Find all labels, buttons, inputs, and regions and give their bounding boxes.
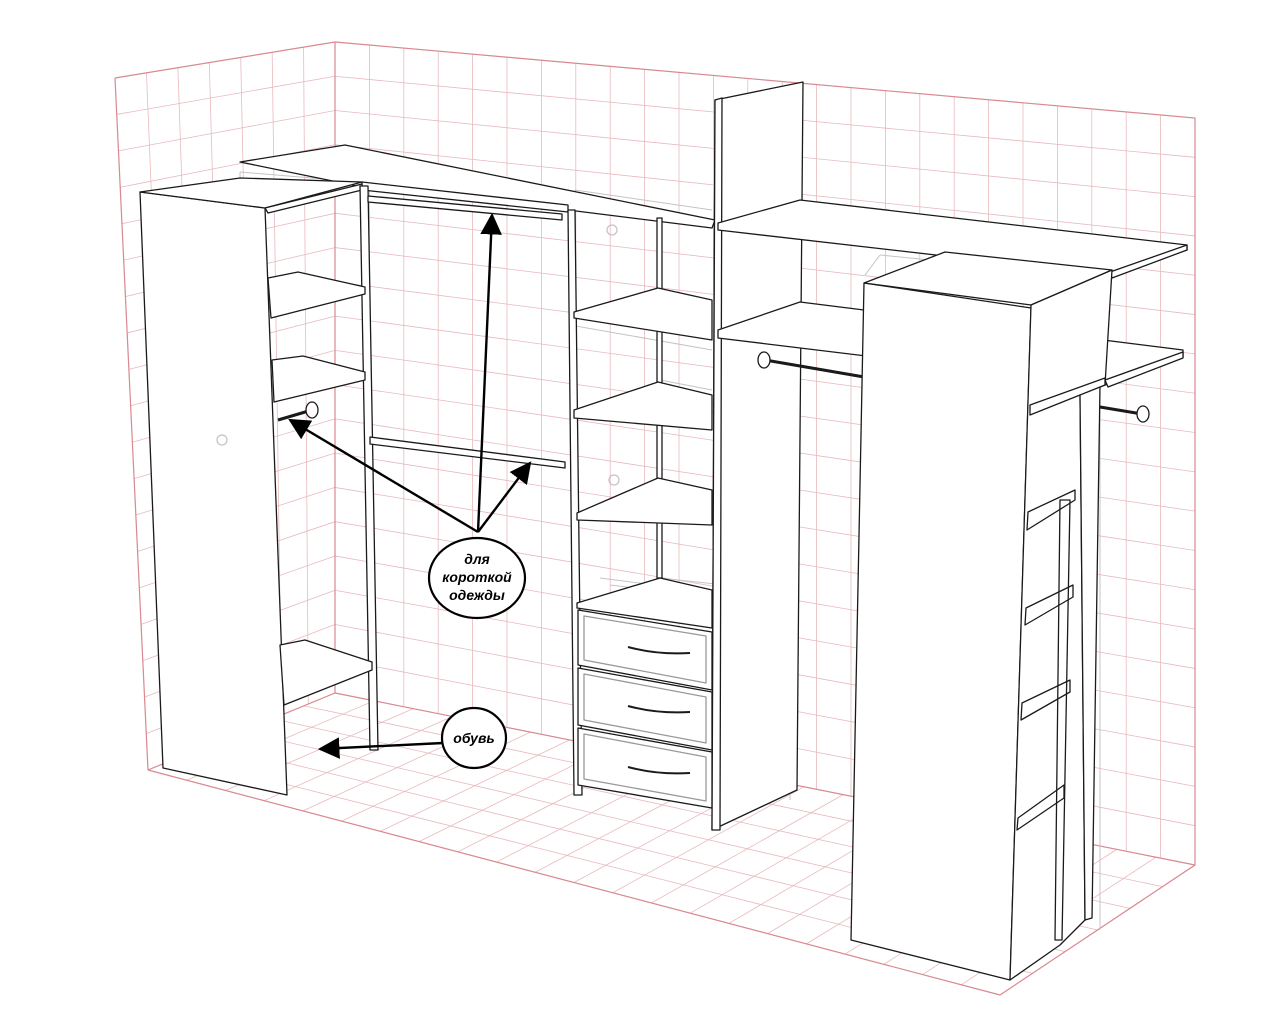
center-shelf-knob-2 bbox=[608, 474, 620, 486]
grid-line bbox=[118, 110, 336, 152]
left-shelf-3 bbox=[279, 639, 373, 706]
callout-label-line-2: короткой bbox=[442, 569, 512, 585]
drawer-2[interactable] bbox=[577, 667, 713, 751]
center-partition-edge bbox=[711, 97, 723, 831]
right-rod-2-flange bbox=[1136, 405, 1150, 423]
grid-line bbox=[264, 716, 453, 802]
callout-bubble bbox=[440, 706, 508, 770]
grid-line bbox=[380, 739, 570, 832]
left-shelf-1 bbox=[267, 271, 366, 319]
callout-label: обувь bbox=[453, 730, 494, 746]
drawer-2-handle-icon bbox=[627, 705, 691, 714]
left-cabinet-side bbox=[139, 191, 288, 796]
center-shelf-3 bbox=[576, 477, 713, 526]
right-rod-2 bbox=[1099, 405, 1143, 416]
left-cabinet-top bbox=[139, 177, 363, 209]
callout-shoes: обувь bbox=[440, 706, 508, 770]
callout-bubble bbox=[427, 536, 527, 620]
drawer-3-handle-icon bbox=[627, 766, 691, 775]
wardrobe-furniture bbox=[139, 81, 1188, 981]
right-shelf-3 bbox=[1024, 584, 1074, 626]
callout-arrows-short-clothes bbox=[288, 212, 532, 534]
left-rod-flange bbox=[305, 401, 319, 419]
middle-upper-rail bbox=[367, 195, 563, 221]
left-shelf-knob bbox=[216, 434, 228, 446]
center-shelf-1 bbox=[573, 287, 713, 341]
right-rod-1 bbox=[764, 358, 871, 380]
center-shelf-2 bbox=[573, 381, 713, 431]
callout-label-line-3: одежды bbox=[449, 587, 505, 603]
right-shelf-1 bbox=[1029, 377, 1106, 416]
drawer-top-panel bbox=[576, 577, 713, 629]
drawer-1-handle-icon bbox=[627, 646, 691, 655]
middle-lower-rail bbox=[369, 436, 566, 469]
callout-label-line-1: для bbox=[464, 551, 490, 567]
left-shelf-2 bbox=[271, 355, 366, 403]
callouts: для короткой одежды обувь bbox=[288, 212, 532, 770]
right-rod-1-flange bbox=[757, 351, 771, 369]
right-second-shelf-front bbox=[1104, 351, 1184, 388]
center-shelf-knob-1 bbox=[606, 224, 618, 236]
callout-arrow-shoes bbox=[317, 737, 444, 759]
grid-line bbox=[651, 794, 844, 904]
grid-line bbox=[612, 786, 805, 894]
right-cabinet-side bbox=[850, 282, 1032, 981]
center-partition bbox=[711, 81, 804, 831]
grid-line bbox=[116, 75, 336, 115]
grid-line bbox=[689, 802, 883, 914]
drawer-1[interactable] bbox=[577, 609, 713, 691]
callout-short-clothes: для короткой одежды bbox=[427, 536, 527, 620]
right-cabinet-inner-wall bbox=[1054, 499, 1071, 941]
